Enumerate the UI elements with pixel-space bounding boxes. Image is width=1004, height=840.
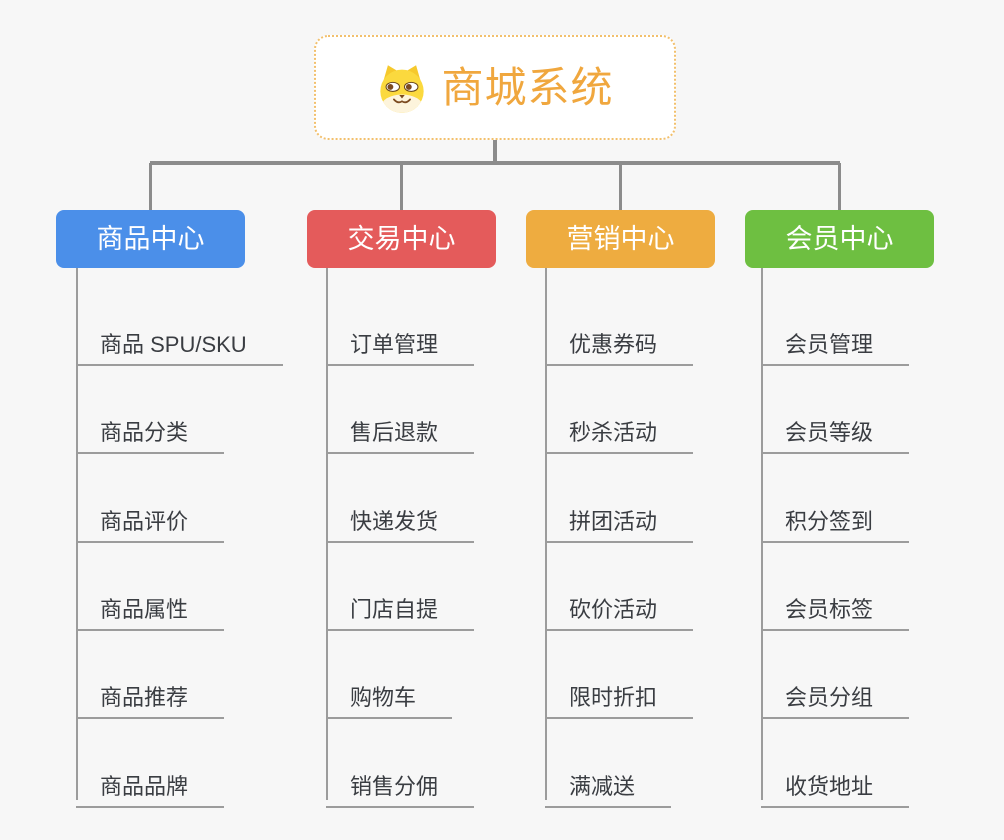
branch-trunk-line — [326, 268, 328, 800]
branch-label: 交易中心 — [347, 223, 456, 254]
branch-label: 会员中心 — [785, 223, 894, 254]
leaf-topic[interactable]: 门店自提 — [326, 573, 475, 631]
leaf-topic[interactable]: 订单管理 — [326, 308, 475, 366]
root-topic-title: 商城系统 — [441, 63, 614, 111]
branch-trade-center[interactable]: 交易中心 — [307, 210, 496, 268]
leaf-topic[interactable]: 会员等级 — [761, 396, 910, 454]
leaf-topic[interactable]: 秒杀活动 — [545, 396, 694, 454]
leaf-topic[interactable]: 优惠券码 — [545, 308, 694, 366]
leaf-topic[interactable]: 商品推荐 — [76, 661, 225, 719]
leaf-topic[interactable]: 会员分组 — [761, 661, 910, 719]
leaf-topic[interactable]: 购物车 — [326, 661, 453, 719]
leaf-topic[interactable]: 商品 SPU/SKU — [76, 308, 283, 366]
leaf-topic[interactable]: 会员标签 — [761, 573, 910, 631]
leaf-topic[interactable]: 会员管理 — [761, 308, 910, 366]
leaf-topic[interactable]: 商品评价 — [76, 485, 225, 543]
connector-drop — [400, 163, 403, 210]
branch-trunk-line — [545, 268, 547, 800]
root-topic[interactable]: 商城系统 — [314, 35, 676, 140]
branch-member-center[interactable]: 会员中心 — [745, 210, 934, 268]
branch-marketing-center[interactable]: 营销中心 — [526, 210, 715, 268]
connector-root-drop — [493, 140, 497, 165]
connector-bus — [150, 161, 840, 165]
leaf-topic[interactable]: 商品属性 — [76, 573, 225, 631]
leaf-topic[interactable]: 收货地址 — [761, 750, 910, 808]
connector-drop — [149, 163, 152, 210]
branch-product-center[interactable]: 商品中心 — [56, 210, 245, 268]
leaf-topic[interactable]: 满减送 — [545, 750, 672, 808]
leaf-topic[interactable]: 砍价活动 — [545, 573, 694, 631]
leaf-topic[interactable]: 快递发货 — [326, 485, 475, 543]
leaf-topic[interactable]: 商品品牌 — [76, 750, 225, 808]
leaf-topic[interactable]: 商品分类 — [76, 396, 225, 454]
branch-label: 商品中心 — [96, 223, 205, 254]
branch-label: 营销中心 — [566, 223, 675, 254]
leaf-topic[interactable]: 积分签到 — [761, 485, 910, 543]
doge-icon — [376, 62, 428, 114]
leaf-topic[interactable]: 销售分佣 — [326, 750, 475, 808]
connector-drop — [838, 163, 841, 210]
branch-trunk-line — [761, 268, 763, 800]
leaf-topic[interactable]: 拼团活动 — [545, 485, 694, 543]
leaf-topic[interactable]: 售后退款 — [326, 396, 475, 454]
leaf-topic[interactable]: 限时折扣 — [545, 661, 694, 719]
branch-trunk-line — [76, 268, 78, 800]
connector-drop — [619, 163, 622, 210]
